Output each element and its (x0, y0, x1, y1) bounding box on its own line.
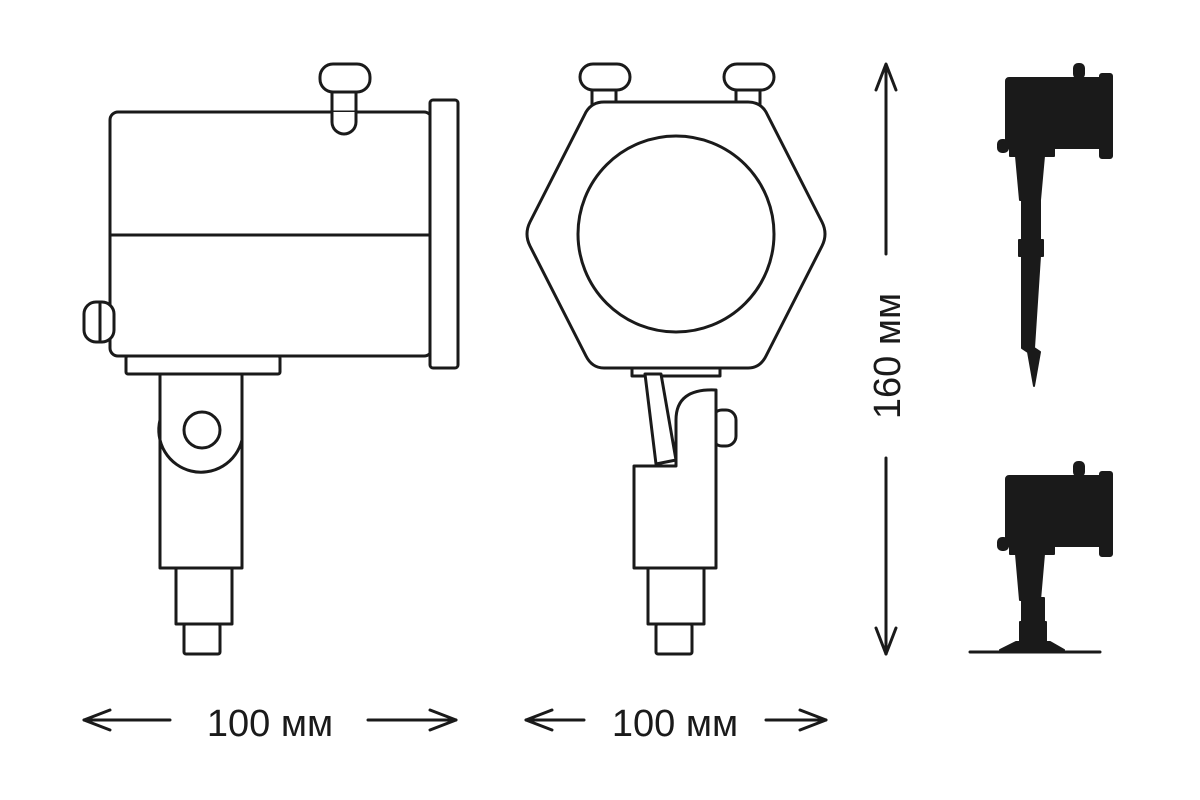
side-top-screw-neck (330, 110, 358, 136)
front-width-arrow-right (798, 708, 828, 732)
side-pivot-bolt (182, 410, 222, 450)
base-foot (999, 641, 1065, 651)
base-top-screw (1073, 461, 1085, 477)
side-front-flange (428, 98, 460, 370)
spike-collar (1018, 239, 1044, 257)
base-flange (1099, 471, 1113, 557)
side-width-arrow-right (428, 708, 458, 732)
base-plate (1009, 545, 1055, 555)
front-width-label: 100 мм (612, 703, 738, 745)
front-tilt-arm (643, 372, 678, 466)
height-arrow-bottom (874, 626, 898, 656)
front-width-arrow-left (524, 708, 554, 732)
spike-stem (1021, 197, 1041, 241)
side-width-label: 100 мм (207, 703, 333, 745)
front-bottom-plate (630, 366, 722, 378)
front-stem-upper (646, 566, 706, 626)
front-right-screw-head (722, 62, 776, 92)
spike-point (1021, 255, 1041, 387)
side-top-screw-head (318, 62, 372, 94)
height-arrow-top (874, 62, 898, 92)
height-dimension: 160 мм (867, 62, 909, 656)
spike-body (1005, 77, 1103, 149)
base-stem (1021, 597, 1045, 625)
front-view (525, 62, 827, 656)
spike-bracket (1015, 155, 1045, 201)
base-collar (1019, 621, 1047, 643)
height-dimension-label: 160 мм (867, 293, 909, 419)
front-lens (576, 134, 776, 334)
front-stem-lower (654, 622, 694, 656)
side-view (82, 62, 460, 656)
spike-mount-silhouette (997, 63, 1113, 387)
spike-knob (997, 139, 1009, 153)
base-body (1005, 475, 1103, 547)
spike-top-screw (1073, 63, 1085, 79)
front-left-screw-head (578, 62, 632, 92)
side-bracket-curve (157, 418, 244, 474)
base-bracket (1015, 553, 1045, 601)
side-stem-lower (182, 622, 222, 656)
front-width-dimension: 100 мм (524, 703, 828, 745)
front-bracket-block (632, 388, 718, 570)
base-mount-silhouette (968, 461, 1113, 654)
side-width-arrow-left (82, 708, 112, 732)
base-knob (997, 537, 1009, 551)
spike-flange (1099, 73, 1113, 159)
side-stem-upper (174, 566, 234, 626)
spike-plate (1009, 147, 1055, 157)
side-bottom-plate (124, 354, 282, 376)
side-width-dimension: 100 мм (82, 703, 458, 745)
